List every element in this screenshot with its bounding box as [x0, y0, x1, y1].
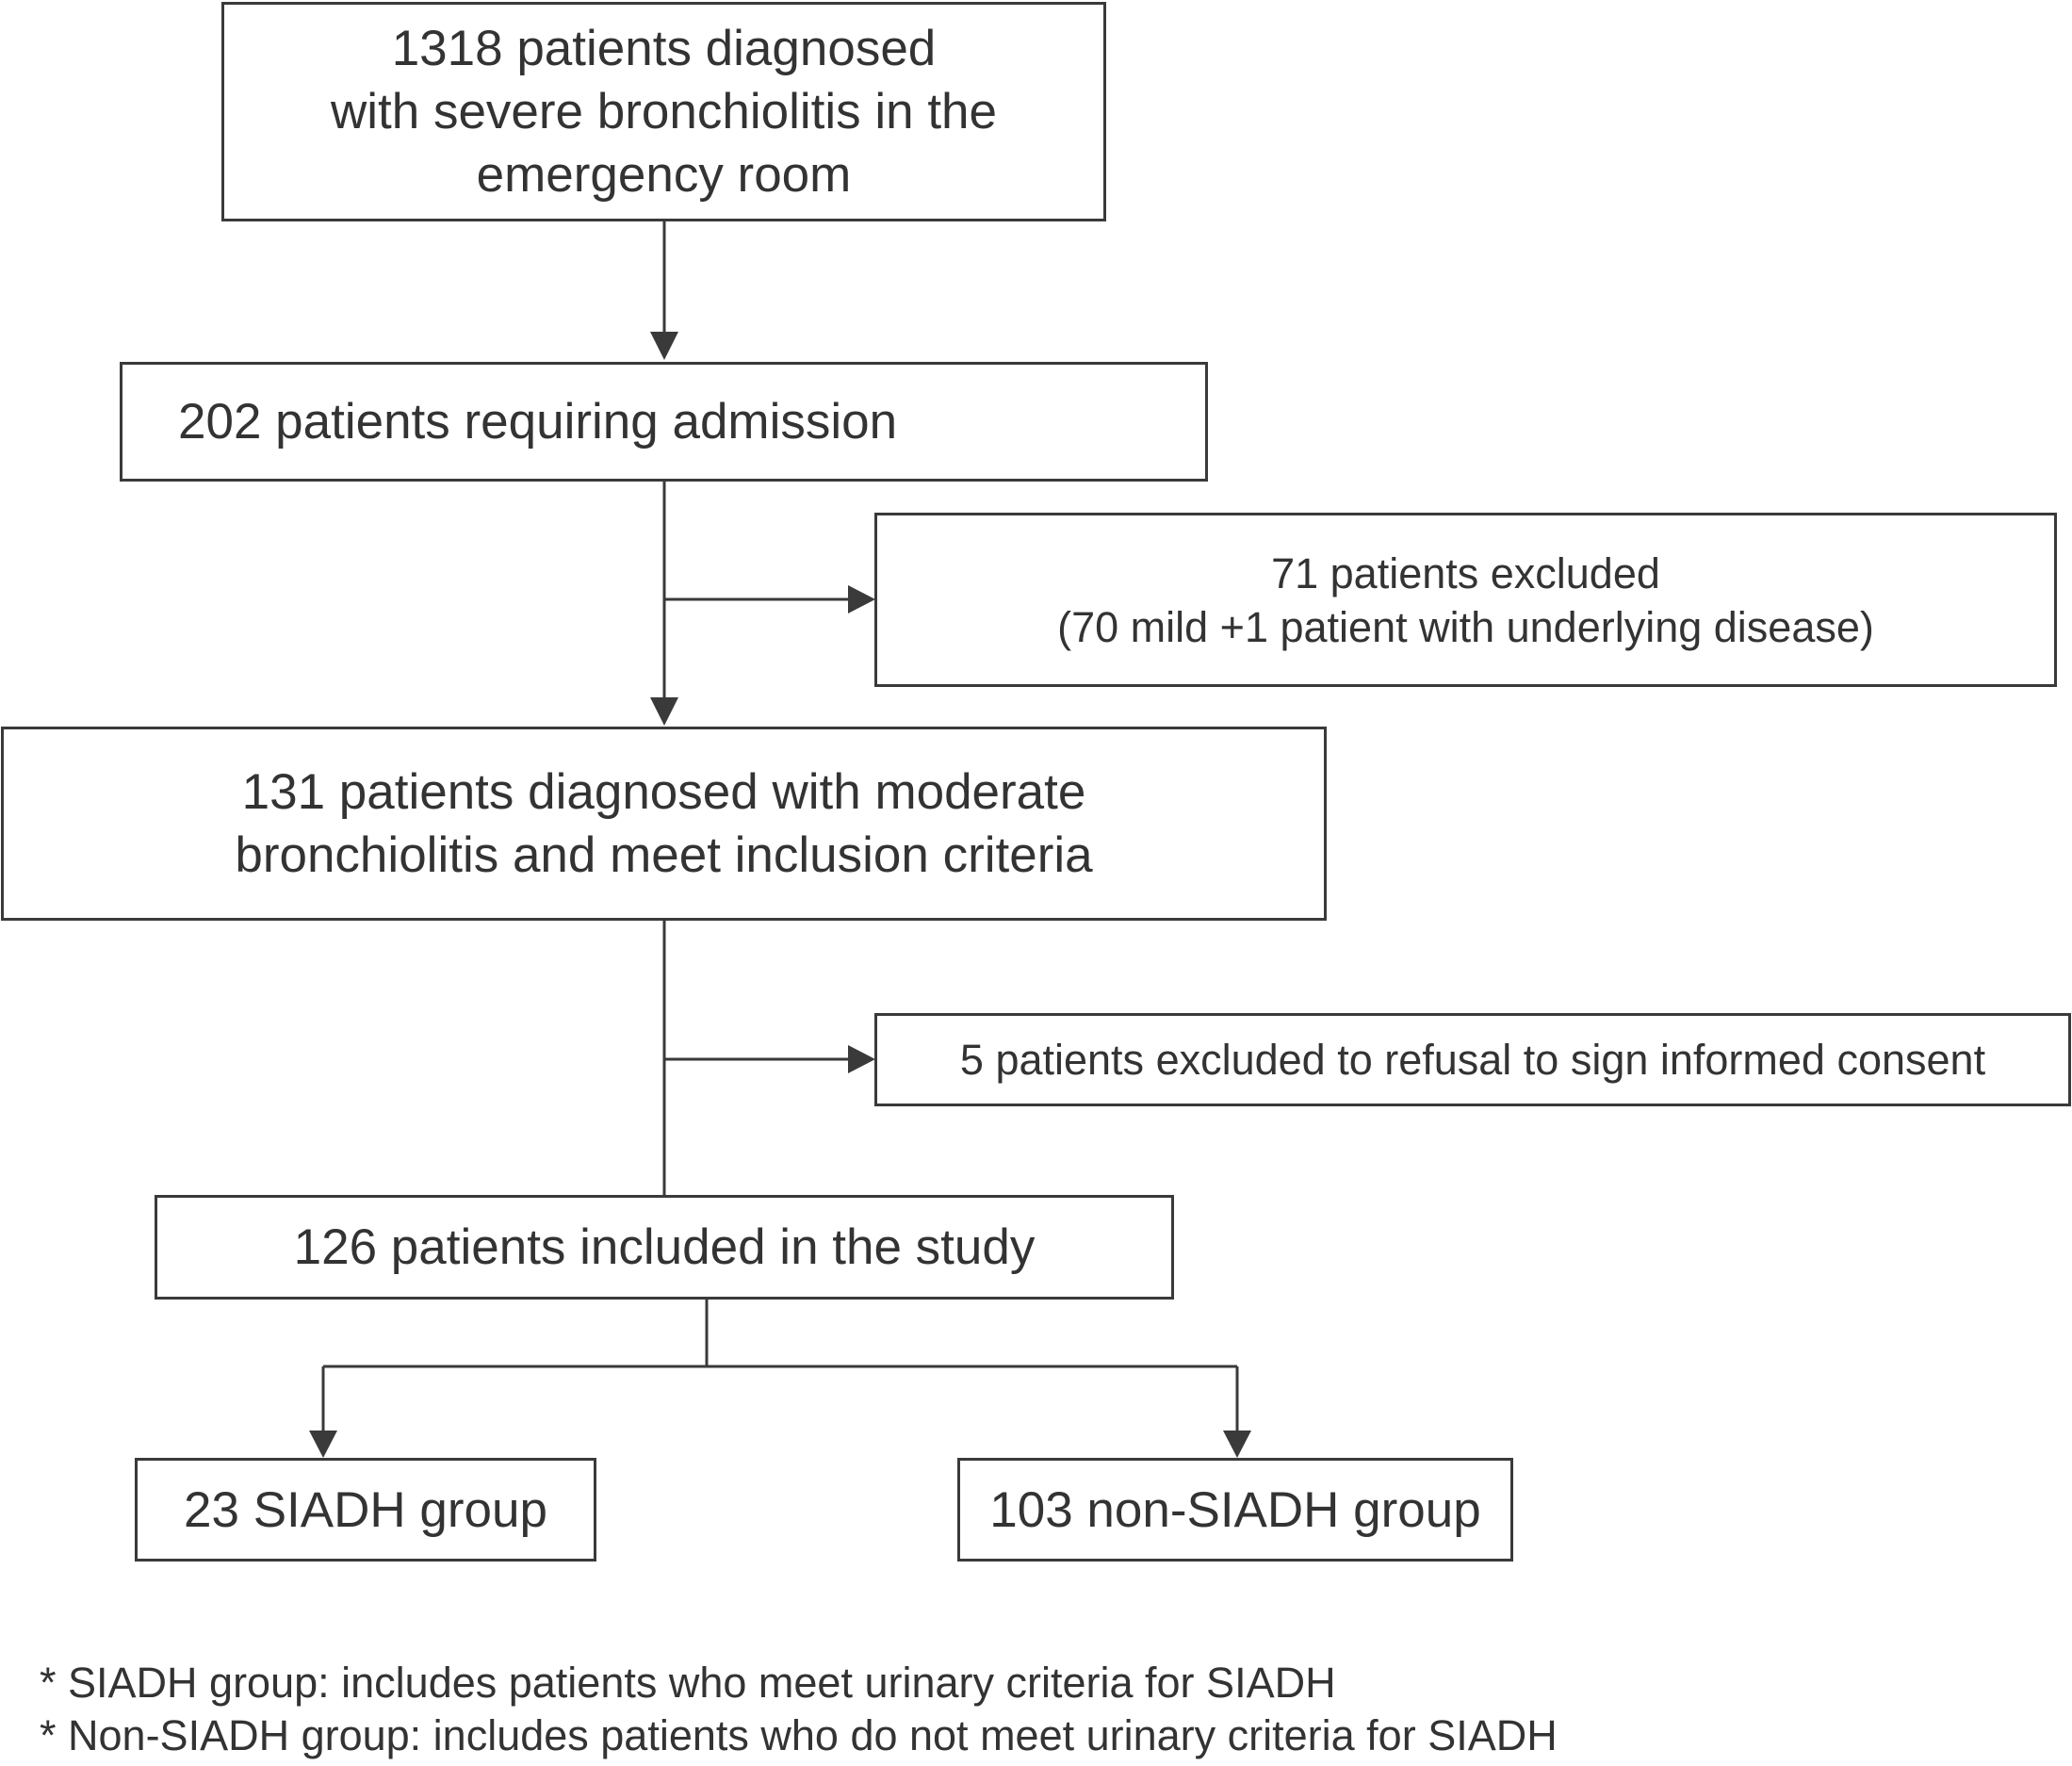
box-included-text: 126 patients included in the study [293, 1219, 1036, 1275]
footnotes: * SIADH group: includes patients who mee… [40, 1657, 1558, 1762]
box-non-siadh-text: 103 non-SIADH group [989, 1481, 1481, 1538]
box-siadh-text: 23 SIADH group [184, 1481, 547, 1538]
arrowhead-moderate [650, 697, 678, 726]
box-excluded-second: 5 patients excluded to refusal to sign i… [874, 1013, 2071, 1106]
arrowhead-siadh [309, 1431, 337, 1458]
box-moderate-text: 131 patients diagnosed with moderate bro… [235, 764, 1093, 883]
box-screened-patients: 1318 patients diagnosed with severe bron… [221, 2, 1106, 221]
footnote-non-siadh: * Non-SIADH group: includes patients who… [40, 1711, 1558, 1759]
box-admitted-text: 202 patients requiring admission [178, 394, 898, 450]
footnote-siadh: * SIADH group: includes patients who mee… [40, 1659, 1336, 1707]
box-screened-text: 1318 patients diagnosed with severe bron… [330, 21, 997, 203]
box-excluded-first: 71 patients excluded (70 mild +1 patient… [874, 513, 2057, 687]
box-excluded-first-text: 71 patients excluded (70 mild +1 patient… [1057, 548, 1874, 651]
arrowhead-excluded-1 [848, 585, 875, 613]
arrowhead-excluded-2 [848, 1045, 875, 1073]
box-excluded-second-text: 5 patients excluded to refusal to sign i… [959, 1036, 1986, 1084]
arrowhead-admitted [650, 332, 678, 360]
box-non-siadh-group: 103 non-SIADH group [957, 1458, 1513, 1562]
arrowhead-non-siadh [1223, 1431, 1251, 1458]
box-admitted-patients: 202 patients requiring admission [120, 362, 1208, 482]
box-moderate-patients: 131 patients diagnosed with moderate bro… [1, 727, 1327, 921]
box-siadh-group: 23 SIADH group [135, 1458, 596, 1562]
box-included-patients: 126 patients included in the study [155, 1195, 1174, 1300]
